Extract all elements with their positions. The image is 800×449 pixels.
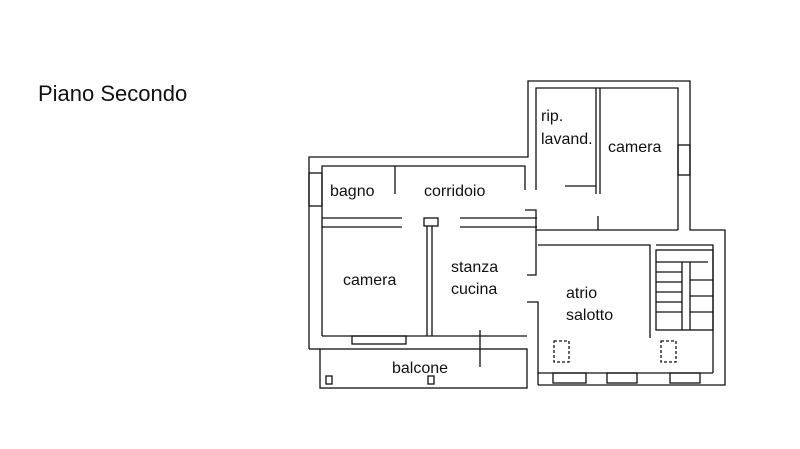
room-label-corridoio: corridoio	[424, 183, 485, 200]
balcony	[319, 348, 528, 389]
plan-title: Piano Secondo	[38, 81, 187, 106]
room-label-stanza: stanza	[451, 259, 498, 276]
outer-walls	[308, 80, 726, 386]
room-label-bagno: bagno	[330, 183, 375, 200]
inner-walls	[322, 88, 714, 385]
windows	[308, 144, 701, 384]
room-label-salotto: salotto	[566, 307, 613, 324]
room-label-lavand: lavand.	[541, 131, 593, 148]
room-label-balcone: balcone	[392, 360, 448, 377]
room-label-atrio: atrio	[566, 285, 597, 302]
room-label-rip: rip.	[541, 108, 563, 125]
room-label-cucina: cucina	[451, 281, 497, 298]
room-label-camera-top: camera	[608, 139, 661, 156]
room-label-camera-left: camera	[343, 272, 396, 289]
pillars	[553, 340, 677, 363]
staircase	[655, 249, 714, 331]
